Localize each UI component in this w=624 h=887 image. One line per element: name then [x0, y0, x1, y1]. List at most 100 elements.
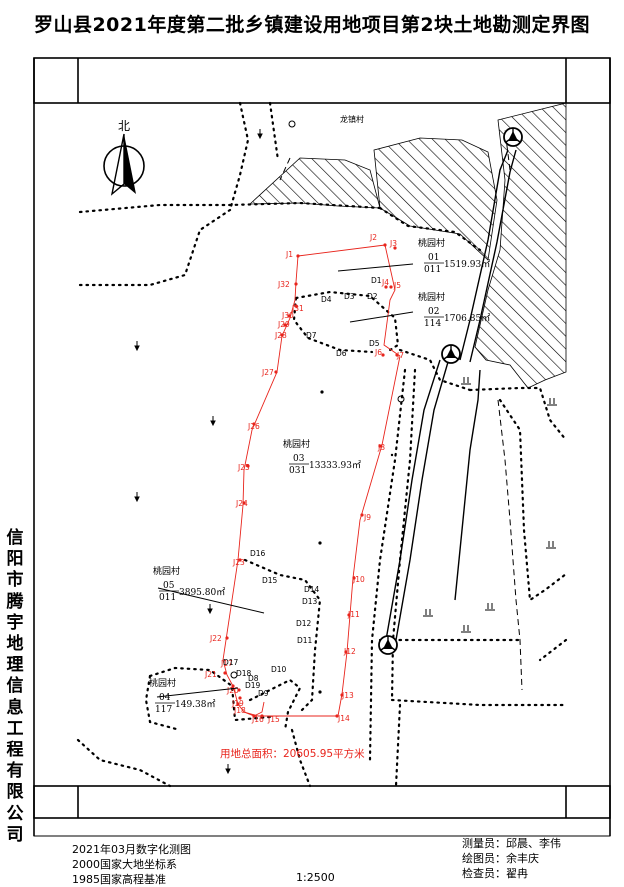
parcel-village: 桃园村: [418, 291, 445, 303]
boundary-point-label: J24: [235, 499, 248, 508]
company-char: 息: [6, 697, 24, 718]
company-char: 地: [6, 634, 24, 655]
boundary-point-label: J27: [261, 368, 274, 377]
boundary-point-label: J23: [232, 558, 245, 567]
boundary-point-label: J22: [209, 634, 222, 643]
boundary-point-label: J18: [233, 706, 246, 715]
triangulation-point-icon: [503, 127, 523, 147]
boundary-point-label: J28: [274, 331, 287, 340]
company-char: 信: [6, 676, 24, 697]
dividing-point-label: D7: [306, 331, 317, 340]
company-char: 宇: [6, 612, 24, 633]
dry-field-symbol-icon: [134, 341, 140, 352]
drafter: 绘图员：余丰庆: [462, 852, 539, 865]
boundary-point-label: J10: [352, 575, 365, 584]
boundary-point-label: J4: [381, 278, 389, 287]
company-char: 工: [6, 718, 24, 739]
dividing-point-label: D1: [371, 276, 382, 285]
dry-field-symbol-icon: [257, 129, 263, 140]
grass-symbol-icon: [461, 377, 471, 385]
surveyor: 测量员：邱晨、李伟: [462, 837, 561, 850]
company-name-vertical: 信阳市腾宇地理信息工程有限公司: [4, 528, 26, 846]
map-scale: 1:2500: [296, 871, 335, 884]
dividing-point-label: D10: [271, 665, 287, 674]
dividing-point-label: D2: [367, 292, 378, 301]
bottom-band: [33, 785, 611, 819]
parcel-01-boundary: [297, 244, 401, 357]
dry-field-symbol-icon: [225, 764, 231, 775]
checker: 检查员：翟冉: [462, 867, 528, 880]
company-char: 司: [6, 824, 24, 845]
parcel-04-boundary: [243, 701, 265, 717]
company-char: 限: [6, 782, 24, 803]
parcel-03-boundary-west: [222, 255, 299, 717]
height-datum: 1985国家高程基准: [72, 873, 166, 886]
company-char: 腾: [6, 591, 24, 612]
boundary-point-label: J21: [204, 670, 217, 679]
boundary-point-label: J1: [285, 250, 293, 259]
dry-field-symbol-icon: [207, 604, 213, 615]
boundary-point-label: J9: [363, 513, 371, 522]
well-icon: [230, 120, 405, 679]
footer-left: 2021年03月数字化测图 2000国家大地坐标系 1985国家高程基准: [72, 842, 191, 887]
boundary-point-label: J12: [343, 647, 356, 656]
boundary-point-label: J29: [277, 320, 290, 329]
boundary-point-label: J25: [237, 463, 250, 472]
parcel-code-top: 01: [428, 253, 439, 263]
boundary-point-label: J26: [247, 422, 260, 431]
dividing-point-label: D18: [236, 669, 252, 678]
boundary-point-label: J17: [220, 659, 233, 668]
boundary-vertices: [223, 243, 399, 718]
boundary-point-label: J32: [277, 280, 290, 289]
dividing-point-label: D4: [321, 295, 332, 304]
road-lines: [385, 149, 517, 641]
boundary-point-label: J8: [377, 443, 385, 452]
dry-field-symbol-icon: [134, 492, 140, 503]
dividing-point-label: D17: [223, 658, 239, 667]
parcel-area: 1519.93㎡: [444, 259, 490, 270]
boundary-point-label: J19: [231, 699, 244, 708]
parcel-village: 桃园村: [418, 237, 445, 249]
company-char: 有: [6, 761, 24, 782]
grass-symbol-icon: [423, 609, 433, 617]
boundary-point-label: J15: [267, 715, 280, 724]
grass-symbol-icon: [546, 541, 556, 549]
triangulation-point-icon: [378, 635, 398, 655]
parcel-area: 3895.80㎡: [179, 587, 225, 598]
dividing-point-label: D19: [245, 681, 261, 690]
parcel-area: 13333.93㎡: [309, 460, 361, 471]
footer-right: 测量员：邱晨、李伟 绘图员：余丰庆 检查员：翟冉: [462, 836, 561, 881]
parcel-03-boundary-east: [258, 355, 401, 717]
company-char: 市: [6, 570, 24, 591]
dividing-point-label: D15: [262, 576, 278, 585]
dividing-point-label: D12: [296, 619, 312, 628]
dividing-point-label: D9: [258, 689, 269, 698]
parcel-code-bottom: 117: [155, 705, 172, 715]
boundary-point-label: J13: [341, 691, 354, 700]
parcel-code-top: 05: [163, 581, 175, 591]
hatched-building-area-left: [248, 157, 381, 209]
company-char: 阳: [6, 549, 24, 570]
parcel-code-top: 03: [293, 454, 305, 464]
survey-date: 2021年03月数字化测图: [72, 843, 191, 856]
parcel-area: 1706.85㎡: [444, 313, 490, 324]
survey-dots: [318, 390, 394, 694]
company-char: 信: [6, 528, 24, 548]
d-point-labels: D1D2D3D4D5D6D7D8D9D10D11D12D13D14D15D16D…: [223, 276, 382, 698]
company-char: 理: [6, 655, 24, 676]
parcel-code-top: 02: [428, 307, 439, 317]
dividing-point-label: D6: [336, 349, 347, 358]
parcel-code-bottom: 114: [424, 319, 441, 329]
boundary-point-label: J14: [337, 714, 350, 723]
dividing-point-label: D16: [250, 549, 266, 558]
hatched-building-area-center: [373, 137, 498, 261]
boundary-point-label: J30: [281, 311, 294, 320]
grass-symbol-icon: [485, 603, 495, 611]
dividing-point-label: D11: [297, 636, 313, 645]
triangulation-point-icon: [441, 344, 461, 364]
